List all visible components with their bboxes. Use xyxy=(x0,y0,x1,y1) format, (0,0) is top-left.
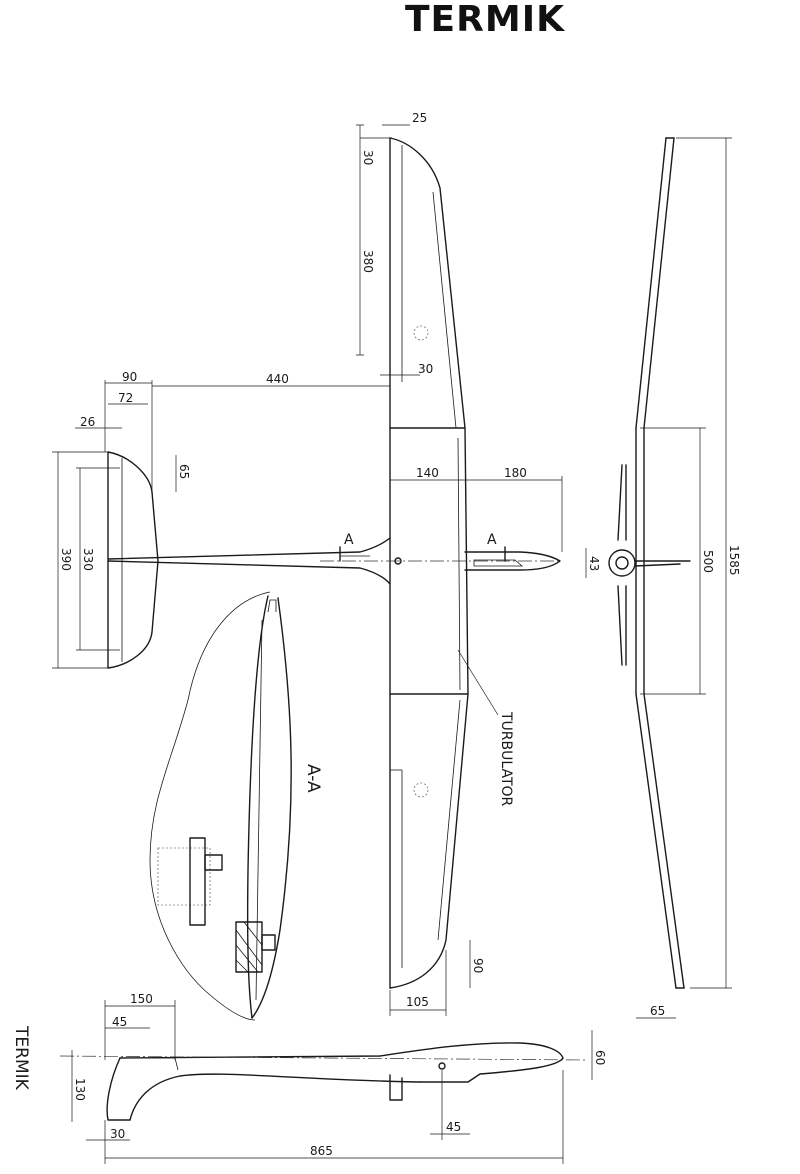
stabilizer-top-view xyxy=(107,451,159,669)
dim-fin-chord-top: 150 xyxy=(130,992,153,1006)
drawing-title: TERMIK xyxy=(405,0,565,40)
dim-fuselage-height-front: 43 xyxy=(587,556,601,571)
dim-towhook-offset: 45 xyxy=(446,1120,461,1134)
dim-wing-center-span: 500 xyxy=(701,550,715,573)
side-view-title: TERMIK xyxy=(11,1025,31,1091)
dim-fin-chord-mid: 45 xyxy=(112,1015,127,1029)
dim-wing-tip-height: 90 xyxy=(471,958,485,973)
dim-fin-height: 130 xyxy=(73,1078,87,1101)
front-view xyxy=(608,137,691,989)
section-a-a-label: A-A xyxy=(303,764,323,793)
dim-elevator-span: 330 xyxy=(81,548,95,571)
dim-wingspan: 1585 xyxy=(727,545,741,576)
dim-wing-tip-chord-end: 105 xyxy=(406,995,429,1009)
dim-stab-mid-chord: 72 xyxy=(118,391,133,405)
section-marker-right: A xyxy=(487,532,497,548)
dim-stab-root-chord: 90 xyxy=(122,370,137,384)
dim-wing-tip-sweep: 30 xyxy=(361,150,375,165)
dim-stab-span: 390 xyxy=(59,548,73,571)
turbulator-label: TURBULATOR xyxy=(498,711,514,807)
dim-stab-tip-round: 65 xyxy=(177,464,191,479)
dim-dihedral-rise: 65 xyxy=(650,1004,665,1018)
dim-fin-bottom: 30 xyxy=(110,1127,125,1141)
dim-aileron-span: 380 xyxy=(361,250,375,273)
dim-stab-tip-chord: 26 xyxy=(80,415,95,429)
dim-tail-to-wing: 440 xyxy=(266,372,289,386)
section-marker-left: A xyxy=(344,532,354,548)
dim-aileron-root-offset: 30 xyxy=(418,362,433,376)
side-view xyxy=(59,1042,586,1121)
dim-wing-center-chord: 140 xyxy=(416,466,439,480)
wing-top-view xyxy=(320,137,560,989)
dim-fuselage-length: 865 xyxy=(310,1144,333,1158)
dimension-lines xyxy=(52,124,732,1164)
dim-nose-height: 60 xyxy=(593,1050,607,1065)
fuselage-top-view xyxy=(107,537,561,585)
dim-nose-length: 180 xyxy=(504,466,527,480)
section-a-a xyxy=(149,591,292,1021)
dim-wing-tip-chord: 25 xyxy=(412,111,427,125)
